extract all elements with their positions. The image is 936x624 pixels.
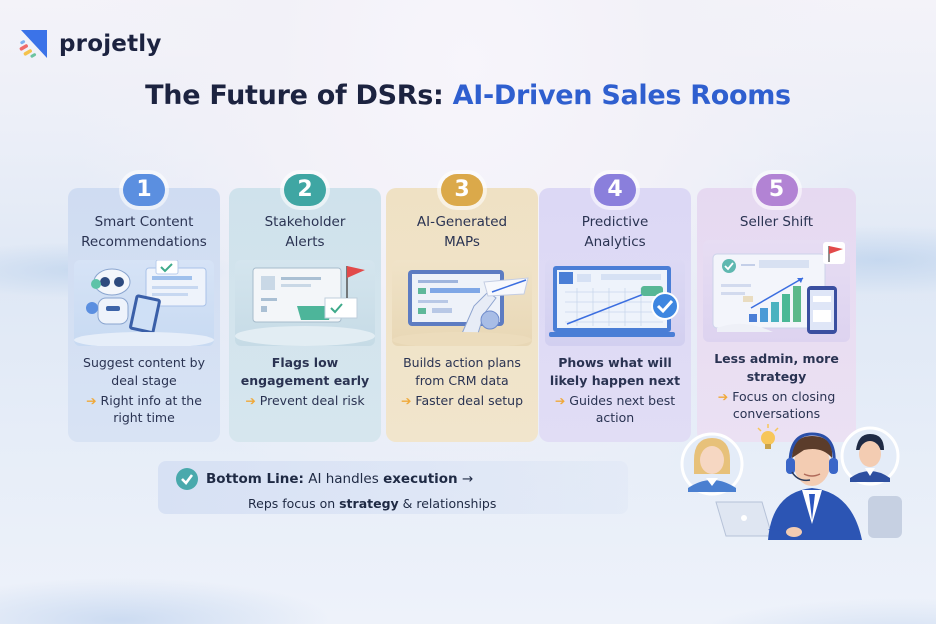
card-outcome-text: Focus on closing conversations bbox=[732, 389, 836, 421]
card-title-line: MAPs bbox=[444, 234, 480, 250]
feature-card-stakeholder-alerts: 2 Stakeholder Alerts Flags low engagemen… bbox=[229, 174, 381, 442]
dashboard-with-flag-icon bbox=[235, 260, 375, 346]
check-circle-icon bbox=[176, 468, 198, 490]
step-number-badge: 5 bbox=[755, 174, 798, 206]
bottom-line-text: Bottom Line: AI handles execution → bbox=[206, 471, 473, 487]
brand-name: projetly bbox=[59, 31, 162, 57]
arrow-right-icon: ➔ bbox=[554, 393, 566, 408]
card-title-line: Predictive bbox=[581, 214, 649, 230]
card-title: Seller Shift bbox=[697, 212, 856, 256]
feature-card-predictive-analytics: 4 Predictive Analytics bbox=[539, 174, 691, 442]
card-description: Phows what will likely happen next bbox=[549, 355, 681, 388]
client-avatar-man bbox=[840, 426, 900, 486]
bottom-line-text-part: Reps focus on bbox=[248, 496, 340, 511]
bottom-line-text-part: & relationships bbox=[398, 496, 497, 511]
feature-card-ai-maps: 3 AI-Generated MAPs Builds action bbox=[386, 174, 538, 442]
card-title: Smart Content Recommendations bbox=[68, 212, 220, 256]
arrow-right-icon: ➔ bbox=[245, 393, 256, 408]
card-description: Flags low engagement early bbox=[240, 355, 370, 388]
card-outcome: ➔ Guides next best action bbox=[539, 392, 691, 426]
card-outcome: ➔ Faster deal setup bbox=[386, 392, 538, 409]
title-highlight: Sales Rooms bbox=[592, 80, 791, 111]
sales-rep-illustration bbox=[672, 420, 936, 540]
arrow-right-icon: → bbox=[457, 471, 474, 487]
step-number-badge: 1 bbox=[123, 174, 165, 206]
bottom-line-row: Bottom Line: AI handles execution → bbox=[176, 468, 628, 490]
projetly-logo-icon bbox=[19, 30, 47, 58]
card-outcome-text: Faster deal setup bbox=[415, 393, 524, 408]
feature-cards: 1 Smart Content Recommendations bbox=[68, 170, 876, 442]
robot-arm-document-icon bbox=[392, 260, 532, 346]
card-title-line: Analytics bbox=[584, 234, 646, 250]
step-number-badge: 4 bbox=[594, 174, 636, 206]
title-text: of bbox=[307, 80, 356, 111]
sales-rep-with-headset bbox=[768, 432, 862, 540]
card-title-line: Recommendations bbox=[81, 234, 207, 250]
card-description: Less admin, more strategy bbox=[714, 351, 839, 384]
laptop-trend-chart-icon bbox=[545, 260, 685, 346]
lightbulb-icon bbox=[757, 424, 779, 449]
bottom-line-row: Reps focus on strategy & relationships bbox=[248, 496, 628, 511]
bottom-line-text-part: AI handles bbox=[303, 471, 384, 487]
bottom-line-banner: Bottom Line: AI handles execution → Reps… bbox=[158, 461, 628, 514]
step-number-badge: 3 bbox=[441, 174, 483, 206]
card-title-line: Stakeholder bbox=[264, 214, 346, 230]
card-title-line: Alerts bbox=[285, 234, 325, 250]
card-outcome-text: Prevent deal risk bbox=[259, 393, 365, 408]
feature-card-seller-shift: 5 Seller Shift bbox=[697, 174, 856, 442]
title-text: DSRs: bbox=[355, 80, 444, 111]
card-title: Stakeholder Alerts bbox=[229, 212, 381, 256]
card-title-line: Seller Shift bbox=[739, 214, 814, 230]
page-title: The Future of DSRs: AI-Driven Sales Room… bbox=[0, 80, 936, 111]
feature-card-smart-content: 1 Smart Content Recommendations bbox=[68, 174, 220, 442]
card-title: Predictive Analytics bbox=[539, 212, 691, 256]
card-title-line: Smart Content bbox=[94, 214, 194, 230]
step-number-badge: 2 bbox=[284, 174, 326, 206]
card-outcome-text: Right info at the right time bbox=[100, 393, 202, 425]
arrow-right-icon: ➔ bbox=[400, 393, 412, 408]
card-outcome-text: Guides next best action bbox=[569, 393, 676, 425]
card-description: Suggest content by deal stage bbox=[83, 355, 205, 388]
card-outcome: ➔ Right info at the right time bbox=[68, 392, 220, 426]
title-text: The bbox=[145, 80, 210, 111]
card-title: AI-Generated MAPs bbox=[386, 212, 538, 256]
bottom-line-emphasis: execution bbox=[383, 471, 458, 487]
client-avatar-woman bbox=[680, 432, 744, 496]
robot-with-tablet-icon bbox=[74, 260, 214, 346]
brand-logo: projetly bbox=[17, 28, 162, 60]
title-highlight: AI-Driven bbox=[443, 80, 593, 111]
title-text: Future bbox=[209, 80, 308, 111]
card-description: Builds action plans from CRM data bbox=[403, 355, 521, 388]
card-outcome: ➔ Focus on closing conversations bbox=[697, 388, 856, 422]
arrow-right-icon: ➔ bbox=[717, 389, 729, 404]
arrow-right-icon: ➔ bbox=[86, 393, 97, 408]
growth-chart-phone-icon bbox=[703, 240, 850, 342]
bottom-line-emphasis: strategy bbox=[339, 496, 399, 511]
card-title-line: AI-Generated bbox=[416, 214, 508, 230]
card-outcome: ➔ Prevent deal risk bbox=[229, 392, 381, 409]
bottom-line-label: Bottom Line: bbox=[206, 471, 304, 487]
